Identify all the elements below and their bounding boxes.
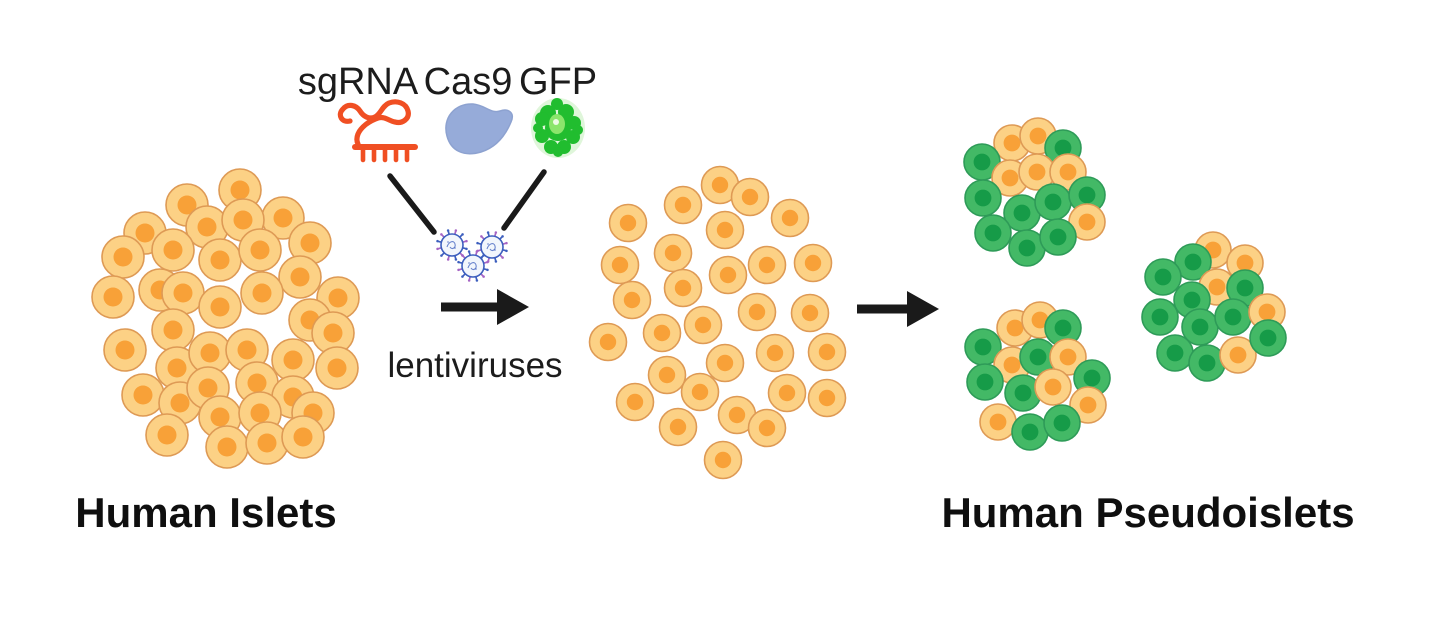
green-cell [1008,229,1046,267]
orange-cell [615,382,655,422]
orange-cell [608,203,648,243]
orange-cell [588,322,628,362]
arrow-right-1 [441,289,529,325]
orange-cell [240,271,284,315]
orange-cell [205,425,249,469]
green-cell [964,328,1002,366]
green-cell [1249,319,1287,357]
orange-cell [683,305,723,345]
orange-cell [238,228,282,272]
orange-cell [708,255,748,295]
orange-cell [790,293,830,333]
orange-cell [663,185,703,225]
orange-cell [198,285,242,329]
lentivirus-icon [457,250,489,282]
sgrna-label: sgRNA [297,61,419,103]
cas9-label: Cas9 [423,61,513,103]
orange-cell [737,292,777,332]
orange-cell [979,403,1017,441]
orange-cell [103,328,147,372]
orange-cell [121,373,165,417]
orange-cell [1018,153,1056,191]
orange-cell [91,275,135,319]
funnel-lines [387,169,547,235]
cas9-icon [445,103,513,155]
orange-cell [281,415,325,459]
orange-cell [145,413,189,457]
orange-cell [663,268,703,308]
orange-cell [705,210,745,250]
orange-cell [747,408,787,448]
orange-cell [101,235,145,279]
orange-cell [161,271,205,315]
orange-cell [185,205,229,249]
orange-cell [705,343,745,383]
pseudoislet-cluster-2 [964,301,1111,451]
gfp-label: GFP [518,61,598,103]
dispersed-cells [588,165,847,480]
orange-cell [770,198,810,238]
orange-cell [612,280,652,320]
lentivirus-particles [436,229,508,282]
green-cell [1141,298,1179,336]
orange-cell [700,165,740,205]
green-cell [974,214,1012,252]
lentiviruses-label: lentiviruses [387,346,563,385]
pseudoislet-cluster-3 [1141,231,1287,382]
orange-cell [1219,336,1257,374]
lentivirus-icon [476,231,508,263]
green-cell [1011,413,1049,451]
orange-cell [680,372,720,412]
green-cell [1043,404,1081,442]
orange-cell [600,245,640,285]
green-cell [1188,344,1226,382]
orange-cell [1049,338,1087,376]
green-cell [1214,298,1252,336]
orange-cell [1068,203,1106,241]
orange-cell [703,440,743,480]
green-cell [1003,194,1041,232]
human-islets-title: Human Islets [75,489,337,536]
green-cell [1034,183,1072,221]
arrow-right-2 [857,291,939,327]
orange-cell [730,177,770,217]
orange-cell [315,346,359,390]
green-cell [964,179,1002,217]
human-pseudoislets-title: Human Pseudoislets [941,489,1355,536]
green-cell [1181,308,1219,346]
orange-cell [793,243,833,283]
orange-cell [647,355,687,395]
orange-cell [807,332,847,372]
orange-cell [311,311,355,355]
orange-cell [1034,368,1072,406]
gfp-icon [531,98,585,158]
green-cell [1039,218,1077,256]
orange-cell [653,233,693,273]
green-cell [1156,334,1194,372]
green-cell [1144,258,1182,296]
human-islet-cluster [91,168,360,469]
orange-cell [271,338,315,382]
orange-cell [658,407,698,447]
green-cell [1068,176,1106,214]
orange-cell [807,378,847,418]
orange-cell [1069,386,1107,424]
orange-cell [151,308,195,352]
orange-cell [278,255,322,299]
pseudoislet-cluster-1 [963,117,1106,267]
green-cell [1174,243,1212,281]
orange-cell [747,245,787,285]
orange-cell [767,373,807,413]
sgrna-icon [337,99,418,163]
green-cell [1019,338,1057,376]
orange-cell [642,313,682,353]
orange-cell [198,238,242,282]
orange-cell [288,221,332,265]
green-cell [966,363,1004,401]
orange-cell [151,228,195,272]
orange-cell [755,333,795,373]
orange-cell [245,421,289,465]
